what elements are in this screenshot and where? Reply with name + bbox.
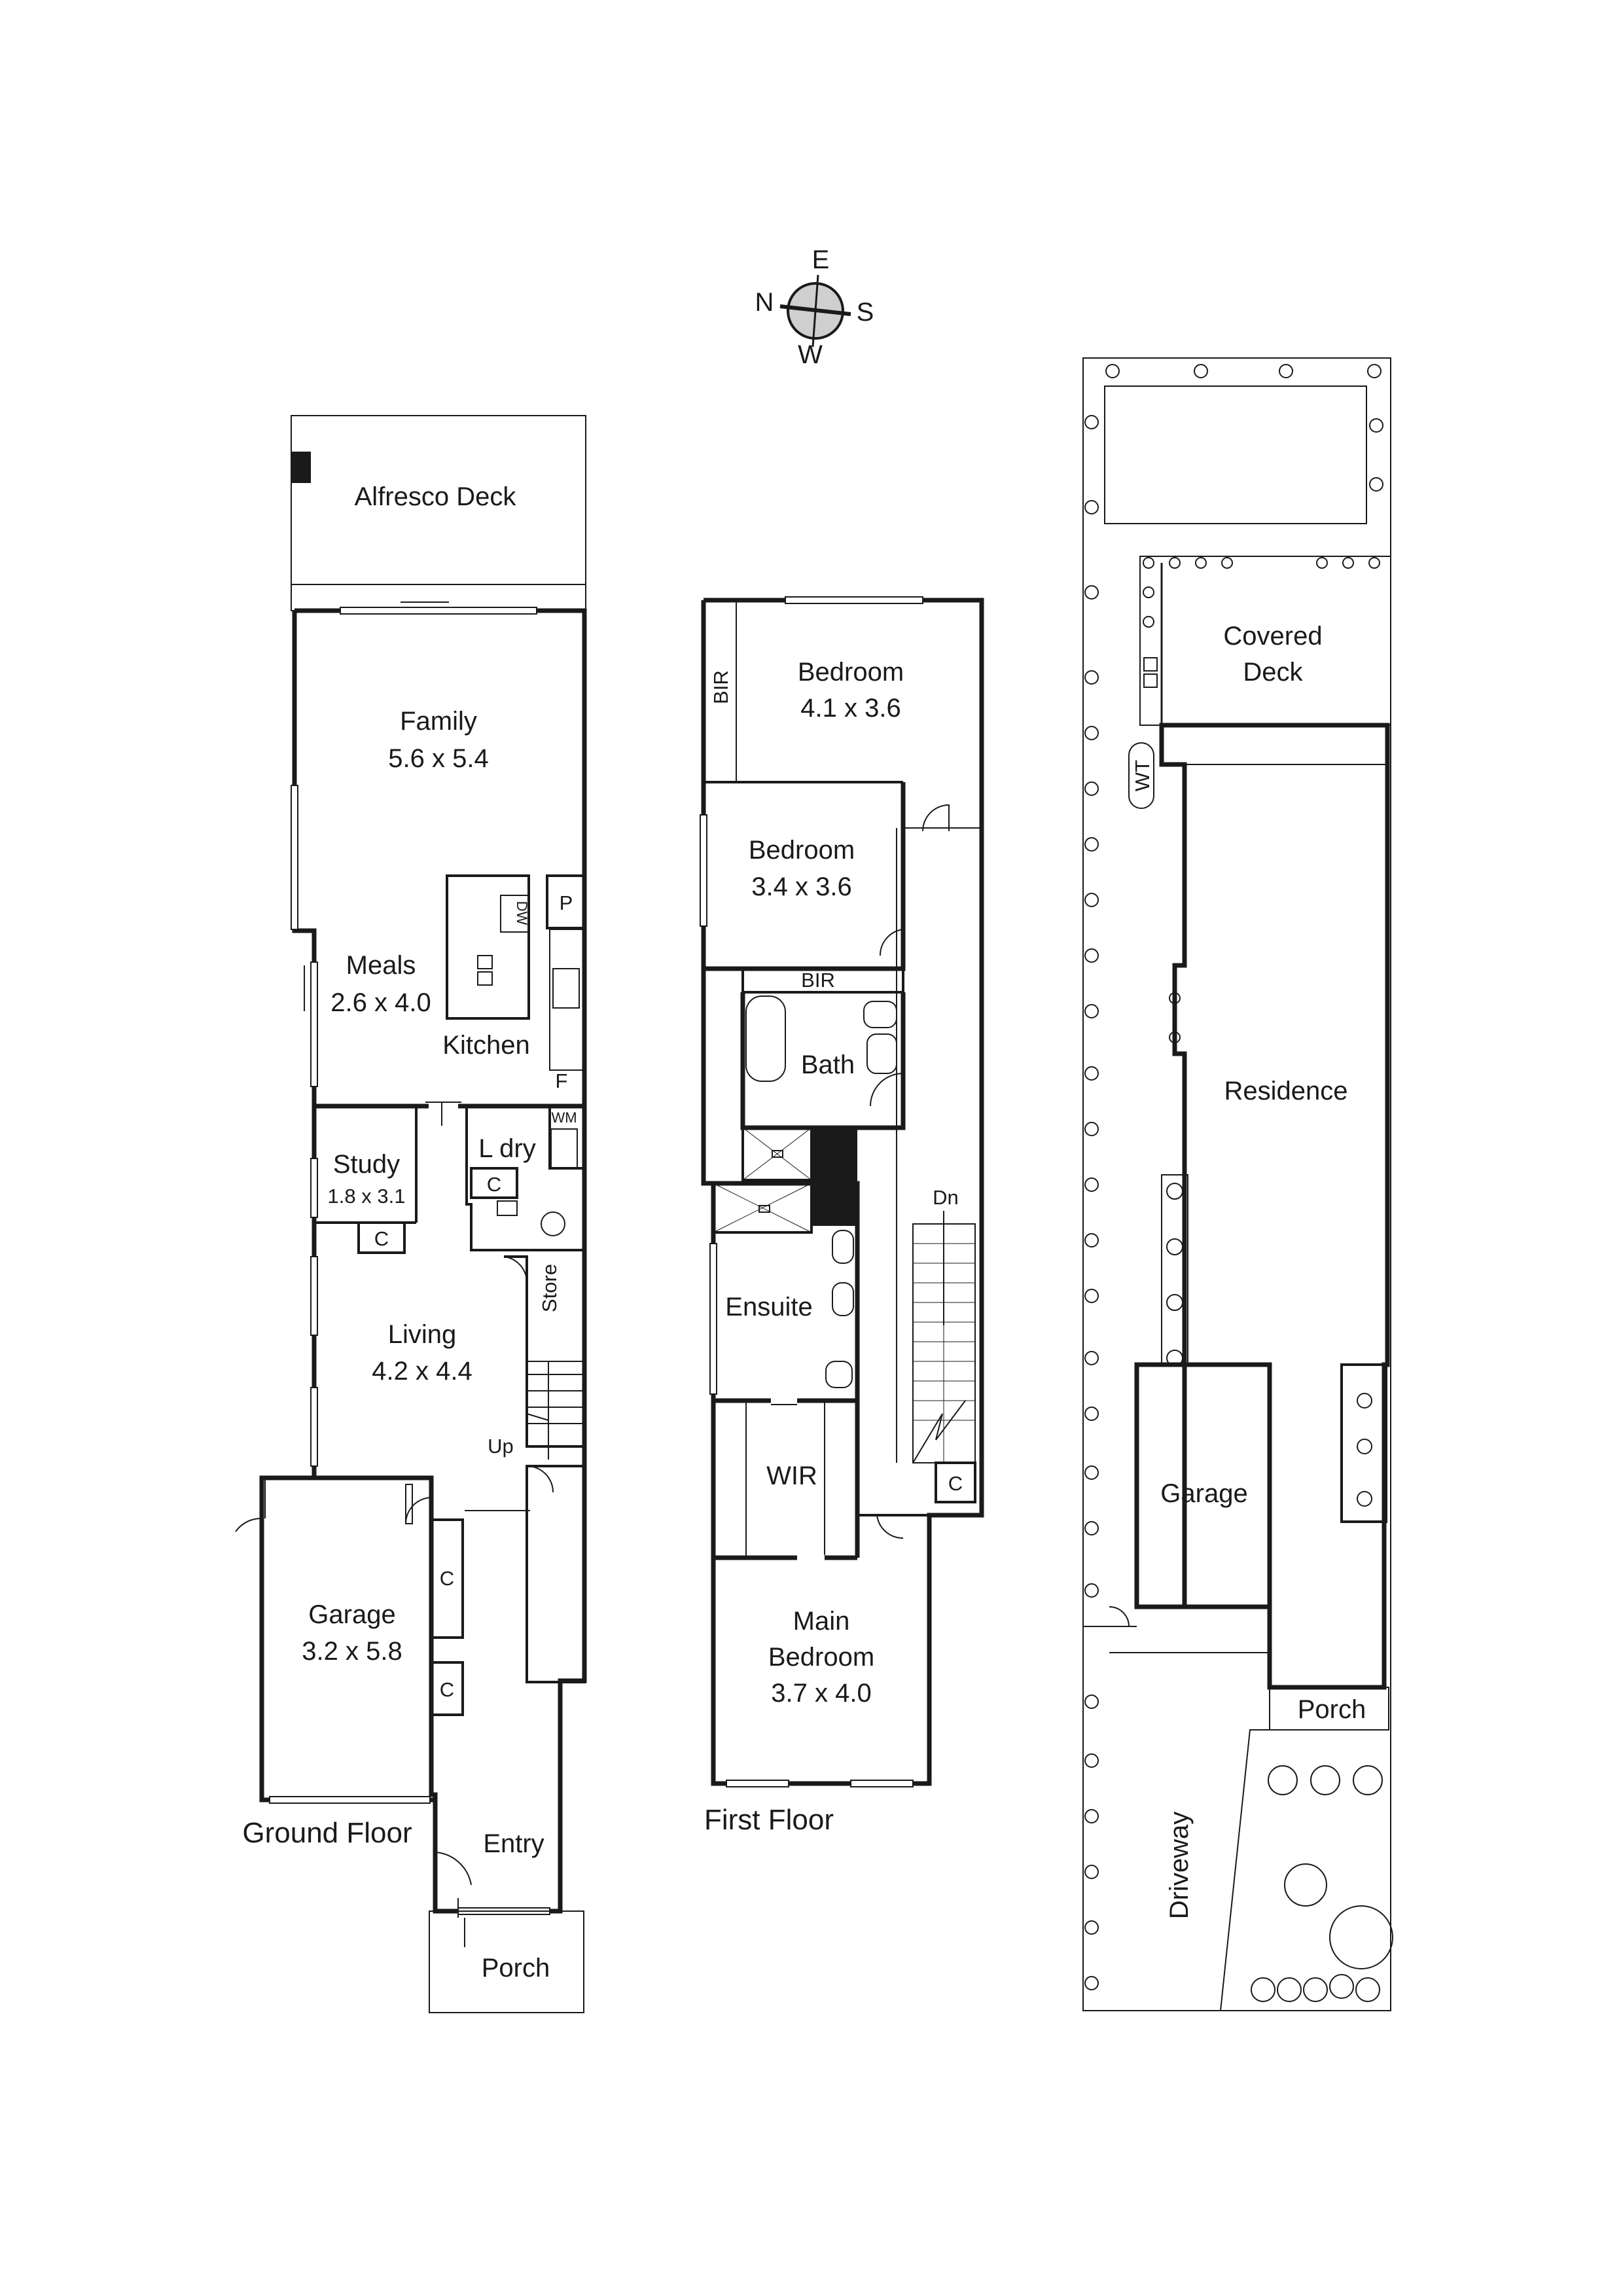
shrub-icons — [1084, 364, 1393, 2002]
pantry-label: P — [560, 891, 573, 914]
bedroom-2-size: 3.4 x 3.6 — [751, 872, 851, 901]
hall-bench — [526, 1465, 586, 1683]
store-label: Store — [538, 1264, 561, 1312]
living-size: 4.2 x 4.4 — [372, 1357, 472, 1386]
family-size: 5.6 x 5.4 — [388, 744, 488, 773]
garage-size: 3.2 x 5.8 — [302, 1637, 402, 1666]
site-porch-label: Porch — [1298, 1695, 1366, 1724]
compass-north: N — [755, 288, 774, 317]
bbq — [291, 452, 311, 483]
bedroom-1-label: Bedroom — [798, 658, 904, 687]
toilet — [541, 1211, 565, 1236]
porch-label: Porch — [482, 1954, 550, 1982]
ground-floor-caption: Ground Floor — [242, 1817, 412, 1849]
driveway-label: Driveway — [1165, 1812, 1194, 1919]
residence-outline — [1159, 723, 1390, 1690]
laundry-cupboard — [470, 1167, 518, 1199]
washing-machine-label: WM — [551, 1109, 577, 1126]
residence-label: Residence — [1224, 1077, 1347, 1105]
compass-south: S — [857, 298, 874, 327]
compass-rose: E N S W — [755, 245, 874, 369]
garage-label: Garage — [308, 1600, 395, 1629]
water-tank-label: WT — [1131, 760, 1154, 791]
alfresco-deck — [291, 415, 586, 611]
kitchen-label: Kitchen — [442, 1031, 529, 1060]
bir-2 — [741, 967, 904, 994]
entry-label: Entry — [483, 1829, 544, 1858]
first-floor-cupboard — [935, 1462, 976, 1503]
cooktop — [552, 968, 580, 1009]
hall-cupboard-1 — [430, 1518, 464, 1639]
ensuite-label: Ensuite — [725, 1293, 812, 1321]
wir-label: WIR — [766, 1462, 817, 1490]
site-boundary — [1082, 357, 1391, 2011]
rear-garden-bed — [1104, 386, 1367, 524]
ground-floor-outer-wall — [259, 608, 587, 1914]
void-dark — [812, 1128, 857, 1226]
hall-cupboard-1-label: C — [440, 1567, 454, 1590]
pantry — [546, 874, 586, 929]
ground-stairs — [526, 1361, 585, 1447]
main-bedroom-label-2: Bedroom — [768, 1643, 874, 1672]
study-size: 1.8 x 3.1 — [328, 1185, 406, 1208]
stairs-up-label: Up — [488, 1435, 514, 1458]
site-plan: Covered Deck WT Residence Garage Porch D… — [1082, 357, 1393, 2011]
ground-floor-plan: Alfresco Deck Family 5.6 x 5.4 Meals 2.6… — [235, 415, 587, 2013]
laundry-label: L dry — [478, 1134, 535, 1163]
covered-deck-label-2: Deck — [1243, 658, 1303, 687]
first-floor-cupboard-label: C — [948, 1472, 963, 1495]
laundry-cupboard-label: C — [487, 1173, 501, 1196]
site-garage — [1134, 1362, 1272, 1609]
bir-2-label: BIR — [801, 969, 835, 992]
bathtub — [745, 996, 786, 1082]
bedroom-1-size: 4.1 x 3.6 — [800, 694, 901, 723]
main-bedroom-label-1: Main — [793, 1607, 850, 1636]
main-bedroom-size: 3.7 x 4.0 — [771, 1679, 871, 1708]
living-label: Living — [388, 1320, 457, 1349]
hall-cupboard-2-label: C — [440, 1678, 454, 1701]
site-garage-label: Garage — [1160, 1479, 1247, 1508]
dishwasher-label: DW — [514, 901, 530, 925]
first-floor-plan: Bedroom 4.1 x 3.6 BIR Bedroom 3.4 x 3.6 … — [700, 596, 984, 1836]
study-cupboard-label: C — [374, 1227, 389, 1250]
kitchen-island — [446, 874, 530, 1020]
first-floor-caption: First Floor — [704, 1804, 834, 1836]
compass-west: W — [798, 340, 823, 369]
front-porch — [429, 1910, 584, 2013]
water-tank — [1128, 742, 1154, 809]
study-label: Study — [333, 1150, 400, 1179]
meals-label: Meals — [346, 951, 416, 980]
alfresco-label: Alfresco Deck — [355, 482, 517, 511]
bedroom-2-label: Bedroom — [749, 836, 855, 865]
meals-size: 2.6 x 4.0 — [330, 988, 431, 1017]
bath-label: Bath — [801, 1050, 855, 1079]
bir-1-label: BIR — [709, 670, 732, 704]
covered-deck-label-1: Covered — [1223, 622, 1322, 651]
compass-east: E — [812, 245, 830, 274]
study-cupboard — [357, 1221, 406, 1254]
family-label: Family — [400, 707, 477, 736]
hall-cupboard-2 — [430, 1661, 464, 1716]
driveway-area — [1109, 1652, 1270, 2011]
stairs-down-label: Dn — [933, 1186, 959, 1209]
fridge-label: F — [556, 1069, 568, 1092]
